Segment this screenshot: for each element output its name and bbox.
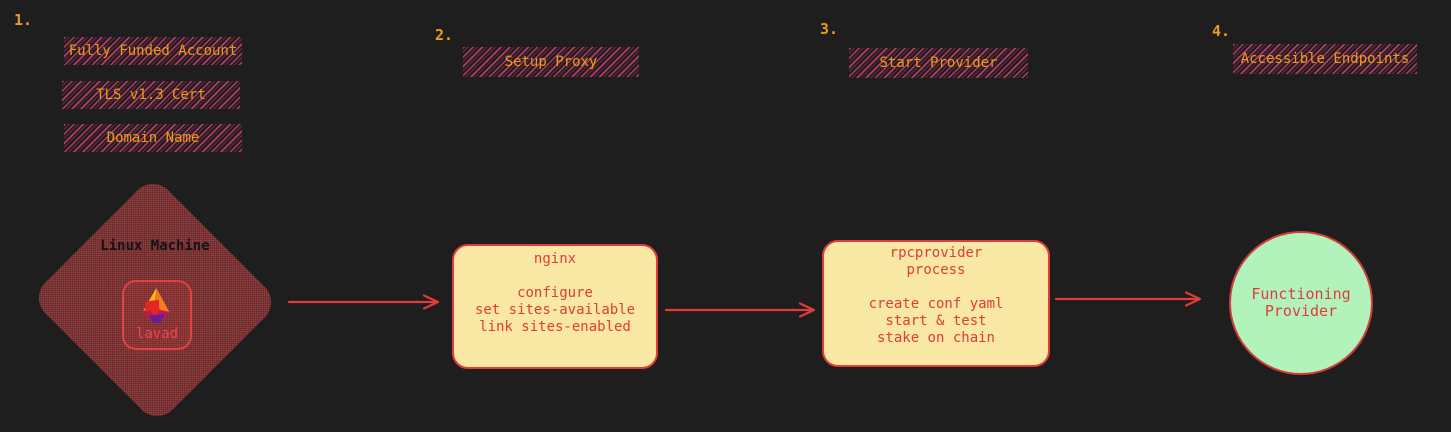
functioning-provider-circle: Functioning Provider — [1229, 231, 1373, 375]
step-2-number: 2. — [435, 26, 454, 44]
step-3-number: 3. — [820, 20, 839, 38]
nginx-title: nginx — [533, 251, 577, 267]
lava-pyramid-icon — [142, 287, 170, 323]
nginx-step-line: set sites-available — [474, 302, 636, 318]
rpcprovider-steps: create conf yaml start & test stake on c… — [824, 296, 1048, 347]
requirement-chip-fully-funded-account: Fully Funded Account — [64, 37, 242, 65]
step-1-number: 1. — [14, 11, 33, 29]
nginx-node: nginx configure set sites-available link… — [452, 244, 658, 369]
rpcprovider-step-line: start & test — [885, 313, 987, 329]
lavad-label: lavad — [135, 326, 179, 342]
nginx-step-line: configure — [517, 285, 593, 301]
nginx-step-line: link sites-enabled — [479, 319, 631, 335]
step-4-number: 4. — [1212, 22, 1231, 40]
nginx-steps: configure set sites-available link sites… — [454, 285, 656, 336]
step-chip-setup-proxy: Setup Proxy — [463, 47, 639, 77]
step-chip-accessible-endpoints: Accessible Endpoints — [1233, 44, 1417, 74]
rpcprovider-title-line: rpcprovider — [889, 245, 983, 261]
rpcprovider-node: rpcprovider process create conf yaml sta… — [822, 240, 1050, 367]
functioning-provider-label: Functioning Provider — [1251, 285, 1351, 320]
arrow-rpcprovider-to-result — [1054, 291, 1202, 307]
step-chip-start-provider: Start Provider — [849, 48, 1028, 78]
rpcprovider-title-line: process — [906, 262, 966, 278]
machine-title: Linux Machine — [100, 238, 210, 254]
lavad-logo-box: lavad — [122, 280, 192, 350]
arrow-nginx-to-rpcprovider — [664, 302, 816, 318]
rpcprovider-step-line: stake on chain — [876, 330, 995, 346]
rpcprovider-title: rpcprovider process — [824, 245, 1048, 279]
rpcprovider-step-line: create conf yaml — [868, 296, 1004, 312]
arrow-machine-to-nginx — [287, 294, 440, 310]
requirement-chip-domain-name: Domain Name — [64, 124, 242, 152]
requirement-chip-tls-cert: TLS v1.3 Cert — [62, 81, 240, 109]
